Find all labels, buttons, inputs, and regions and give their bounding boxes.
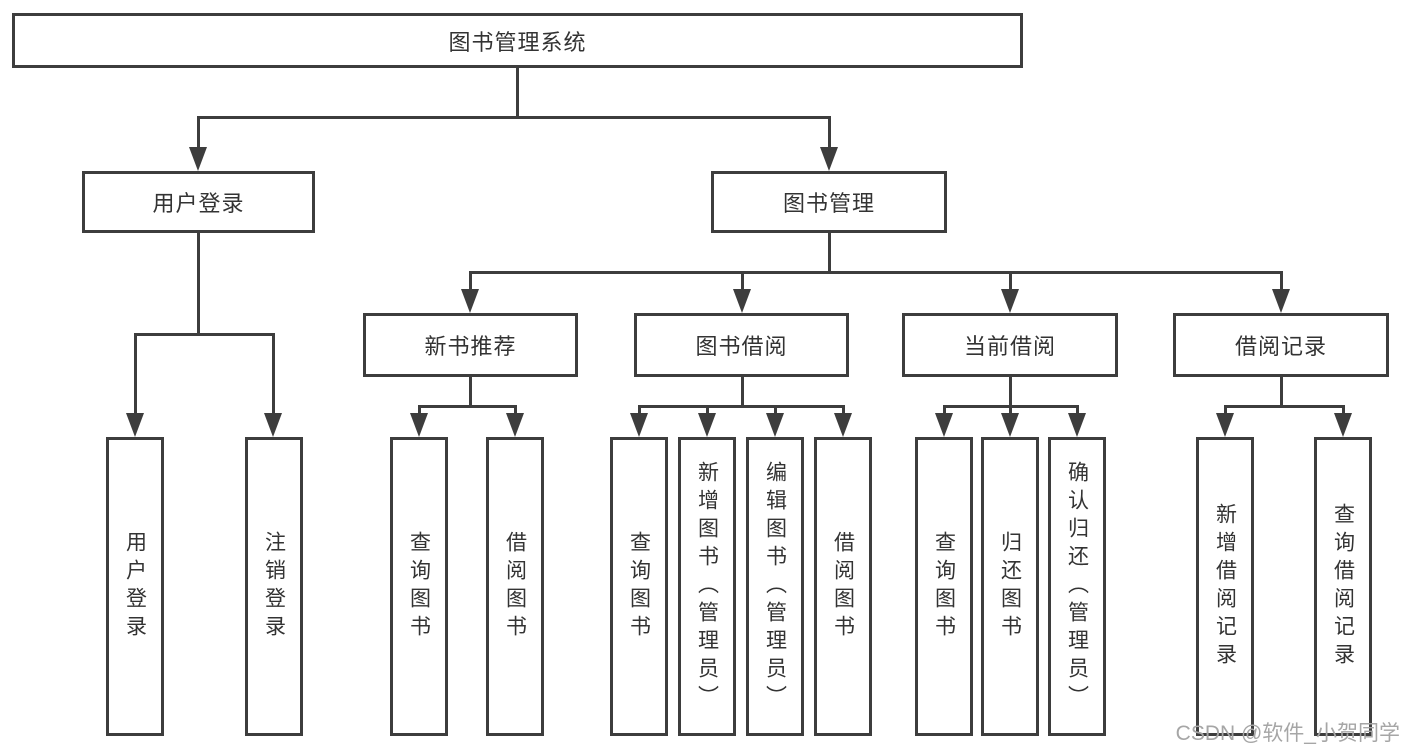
arrowhead-to-leaf-nbr-query: [410, 413, 428, 437]
node-new-book-recommend-label: 新书推荐: [424, 334, 517, 359]
connector-user-login-bar: [134, 333, 275, 336]
connector-to-leaf-bb-borrow-stem: [842, 405, 845, 419]
leaf-bb-add-books-admin-label: 新增图书（管理员）: [695, 460, 719, 713]
arrowhead-to-leaf-bb-borrow: [834, 413, 852, 437]
leaf-cb-confirm-return-admin-label: 确认归还（管理员）: [1065, 460, 1089, 713]
connector-to-bb-stem: [741, 271, 744, 293]
leaf-logout: 注销登录: [245, 437, 303, 736]
node-book-borrowing: 图书借阅: [634, 313, 849, 377]
leaf-nbr-query-books-label: 查询图书: [407, 530, 431, 643]
leaf-nbr-borrow-books-label: 借阅图书: [503, 530, 527, 643]
leaf-bb-add-books-admin: 新增图书（管理员）: [678, 437, 736, 736]
connector-to-leaf-br-query-stem: [1342, 405, 1345, 419]
arrowhead-to-leaf-br-query: [1334, 413, 1352, 437]
leaf-cb-query-books-label: 查询图书: [932, 530, 956, 643]
leaf-cb-return-books: 归还图书: [981, 437, 1039, 736]
leaf-br-query-record-label: 查询借阅记录: [1331, 502, 1355, 671]
node-borrowing-records-label: 借阅记录: [1234, 334, 1327, 359]
connector-to-leaf-cb-query-stem: [943, 405, 946, 419]
arrowhead-to-new-book-recommend: [461, 289, 479, 313]
arrowhead-to-leaf-logout: [264, 413, 282, 437]
node-current-borrowing-label: 当前借阅: [963, 334, 1056, 359]
connector-to-leaf-br-add-stem: [1224, 405, 1227, 419]
connector-to-nbr-stem: [469, 271, 472, 293]
node-book-management-label: 图书管理: [782, 191, 875, 216]
leaf-nbr-borrow-books: 借阅图书: [486, 437, 544, 736]
connector-book-mgmt-bar: [469, 271, 1282, 274]
node-current-borrowing: 当前借阅: [902, 313, 1118, 377]
connector-to-leaf-cb-return-stem: [1009, 405, 1012, 419]
arrowhead-to-leaf-cb-return: [1001, 413, 1019, 437]
connector-to-leaf-nbr-borrow-stem: [514, 405, 517, 419]
connector-to-leaf-logout-stem: [272, 333, 275, 417]
leaf-bb-borrow-books-label: 借阅图书: [831, 530, 855, 643]
leaf-cb-query-books: 查询图书: [915, 437, 973, 736]
connector-to-leaf-nbr-query-stem: [418, 405, 421, 419]
arrowhead-to-leaf-br-add: [1216, 413, 1234, 437]
connector-br-stem: [1280, 377, 1283, 408]
arrowhead-to-leaf-bb-add: [698, 413, 716, 437]
leaf-bb-borrow-books: 借阅图书: [814, 437, 872, 736]
leaf-bb-query-books: 查询图书: [610, 437, 668, 736]
leaf-cb-return-books-label: 归还图书: [998, 530, 1022, 643]
leaf-nbr-query-books: 查询图书: [390, 437, 448, 736]
connector-to-leaf-bb-edit-stem: [774, 405, 777, 419]
connector-to-leaf-bb-add-stem: [706, 405, 709, 419]
node-root-label: 图书管理系统: [448, 29, 587, 55]
leaf-br-add-record-label: 新增借阅记录: [1213, 502, 1237, 671]
connector-cb-stem: [1009, 377, 1012, 408]
arrowhead-to-user-login: [189, 147, 207, 171]
node-borrowing-records: 借阅记录: [1173, 313, 1389, 377]
connector-bb-stem: [741, 377, 744, 408]
node-book-management: 图书管理: [711, 171, 947, 233]
arrowhead-to-current-borrowing: [1001, 289, 1019, 313]
node-root: 图书管理系统: [12, 13, 1023, 68]
connector-user-login-stem: [197, 233, 200, 335]
connector-br-bar: [1224, 405, 1344, 408]
connector-nbr-stem: [469, 377, 472, 408]
arrowhead-to-borrowing-records: [1272, 289, 1290, 313]
csdn-watermark: CSDN @软件_小贺同学: [1175, 722, 1400, 745]
connector-to-cb-stem: [1009, 271, 1012, 293]
arrowhead-to-leaf-cb-query: [935, 413, 953, 437]
node-book-borrowing-label: 图书借阅: [695, 334, 788, 359]
connector-to-br-stem: [1280, 271, 1283, 293]
connector-to-leaf-bb-query-stem: [638, 405, 641, 419]
connector-book-mgmt-stem: [828, 233, 831, 273]
connector-to-leaf-login-stem: [134, 333, 137, 417]
leaf-logout-label: 注销登录: [262, 530, 286, 643]
connector-to-user-login-stem: [197, 116, 200, 152]
connector-root-bar: [197, 116, 831, 119]
node-new-book-recommend: 新书推荐: [363, 313, 578, 377]
leaf-bb-edit-books-admin: 编辑图书（管理员）: [746, 437, 804, 736]
node-user-login-label: 用户登录: [152, 191, 245, 216]
leaf-user-login: 用户登录: [106, 437, 164, 736]
leaf-bb-query-books-label: 查询图书: [627, 530, 651, 643]
leaf-br-add-record: 新增借阅记录: [1196, 437, 1254, 736]
arrowhead-to-leaf-login: [126, 413, 144, 437]
connector-to-book-mgmt-stem: [828, 116, 831, 152]
node-user-login: 用户登录: [82, 171, 315, 233]
arrowhead-to-leaf-cb-confirm: [1068, 413, 1086, 437]
leaf-user-login-label: 用户登录: [123, 530, 147, 643]
connector-to-leaf-cb-confirm-stem: [1076, 405, 1079, 419]
arrowhead-to-leaf-nbr-borrow: [506, 413, 524, 437]
arrowhead-to-book-borrowing: [733, 289, 751, 313]
leaf-br-query-record: 查询借阅记录: [1314, 437, 1372, 736]
leaf-cb-confirm-return-admin: 确认归还（管理员）: [1048, 437, 1106, 736]
arrowhead-to-book-mgmt: [820, 147, 838, 171]
arrowhead-to-leaf-bb-query: [630, 413, 648, 437]
leaf-bb-edit-books-admin-label: 编辑图书（管理员）: [763, 460, 787, 713]
connector-bb-bar: [638, 405, 845, 408]
arrowhead-to-leaf-bb-edit: [766, 413, 784, 437]
connector-nbr-bar: [418, 405, 517, 408]
connector-root-stem: [516, 68, 519, 118]
